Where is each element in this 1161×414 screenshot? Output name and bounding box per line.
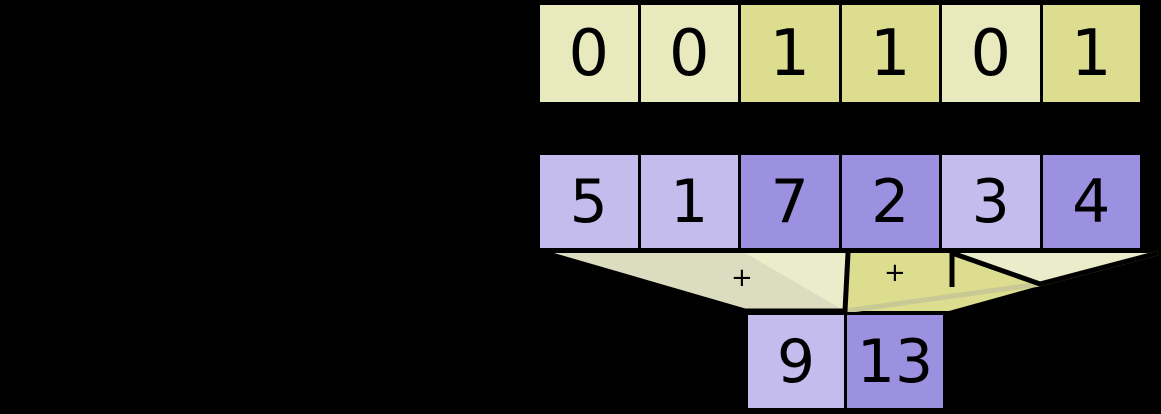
flag-cell[interactable]: 0 bbox=[537, 2, 641, 105]
output-cell[interactable]: 13 bbox=[844, 312, 946, 411]
funnel-right-shape bbox=[745, 253, 1158, 311]
value-cell[interactable]: 2 bbox=[838, 152, 942, 251]
value-cell[interactable]: 4 bbox=[1039, 152, 1143, 251]
output-row: 9 13 bbox=[745, 312, 949, 411]
flags-row: 0 0 1 1 0 1 bbox=[537, 2, 1158, 105]
flag-cell[interactable]: 0 bbox=[637, 2, 741, 105]
flag-cell[interactable]: 0 bbox=[939, 2, 1043, 105]
funnel-right-outline bbox=[951, 250, 1159, 287]
plus-operator-left: + bbox=[731, 263, 753, 293]
value-cell[interactable]: 5 bbox=[537, 152, 641, 251]
output-cell[interactable]: 9 bbox=[745, 312, 847, 411]
funnel-left-outline bbox=[544, 250, 851, 314]
flag-cell[interactable]: 1 bbox=[738, 2, 842, 105]
flag-cell[interactable]: 1 bbox=[1039, 2, 1143, 105]
funnel-left-shape bbox=[545, 253, 848, 311]
values-row: 5 1 7 2 3 4 bbox=[537, 152, 1158, 251]
value-cell[interactable]: 3 bbox=[939, 152, 1043, 251]
plus-operator-right: + bbox=[884, 258, 906, 288]
value-cell[interactable]: 1 bbox=[637, 152, 741, 251]
funnel-right-light-wedge bbox=[952, 253, 1158, 284]
flag-cell[interactable]: 1 bbox=[838, 2, 942, 105]
value-cell[interactable]: 7 bbox=[738, 152, 842, 251]
